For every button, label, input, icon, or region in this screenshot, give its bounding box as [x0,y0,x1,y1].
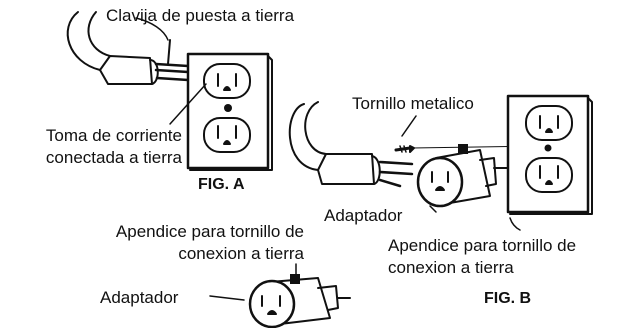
leader-outlet [169,83,207,125]
fig-a-plug [99,39,190,85]
fig-a-title: FIG. A [198,176,245,193]
fig-b-screw [394,145,415,153]
outlet-label-line2: conectada a tierra [45,148,182,167]
leader-ground-pin [135,17,169,41]
leader-screw [401,115,417,137]
outlet-label-line1: Toma de corriente [45,126,182,145]
fig-b-plug [317,153,414,188]
leader-adapter-detail [209,295,245,301]
tab-label-detail-line2: conexion a tierra [178,244,304,263]
fig-a-cord [66,11,111,71]
fig-a-outlet [186,52,273,171]
tab-label-b-line2: conexion a tierra [388,258,514,277]
ground-pin-label: Clavija de puesta a tierra [106,6,295,25]
screw-label: Tornillo metalico [352,94,474,113]
tab-label-detail-line1: Apendice para tornillo de [115,222,304,241]
fig-b-outlet [506,94,593,215]
adapter-tab [458,144,468,154]
fig-b-adapter [416,144,509,208]
ground-pin [167,39,171,65]
detail-adapter-tab [290,274,300,284]
leader-adapter-b [429,205,437,213]
adapter-label-b: Adaptador [324,206,403,225]
tab-label-b-line1: Apendice para tornillo de [388,236,577,255]
detail-adapter [248,274,351,328]
fig-b-title: FIG. B [484,290,532,307]
fig-b-cord [288,101,327,171]
adapter-label-detail: Adaptador [100,288,179,307]
leader-tab-b [509,217,521,231]
